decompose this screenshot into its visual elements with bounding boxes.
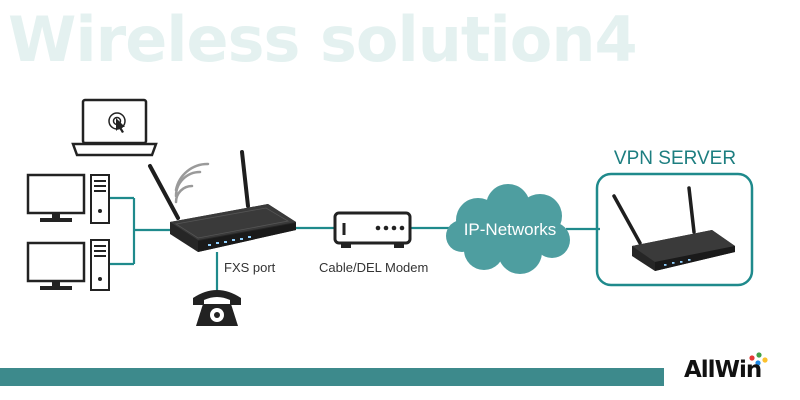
cloud-icon — [446, 184, 570, 274]
desktop-pc-icon — [26, 239, 110, 291]
telephone-icon — [193, 290, 241, 326]
fxs-port-label: FXS port — [224, 260, 276, 275]
modem-icon — [333, 211, 412, 248]
brand-logo: AllWin — [684, 352, 794, 392]
cloud-label: IP-Networks — [463, 220, 557, 239]
vpn-router-icon — [612, 186, 735, 271]
logo-text: AllWin — [684, 357, 762, 383]
modem-label: Cable/DEL Modem — [319, 260, 429, 275]
logo-dots — [749, 352, 768, 366]
vpn-server-box — [595, 172, 754, 287]
wifi-signal-icon — [174, 162, 210, 204]
bottom-accent-bar — [0, 368, 664, 386]
wifi-router-icon — [148, 150, 296, 252]
page-title: Wireless solution4 — [8, 3, 638, 76]
desktop-pc-icon — [26, 173, 110, 224]
laptop-icon — [71, 98, 158, 157]
vpn-server-title: VPN SERVER — [613, 148, 737, 169]
